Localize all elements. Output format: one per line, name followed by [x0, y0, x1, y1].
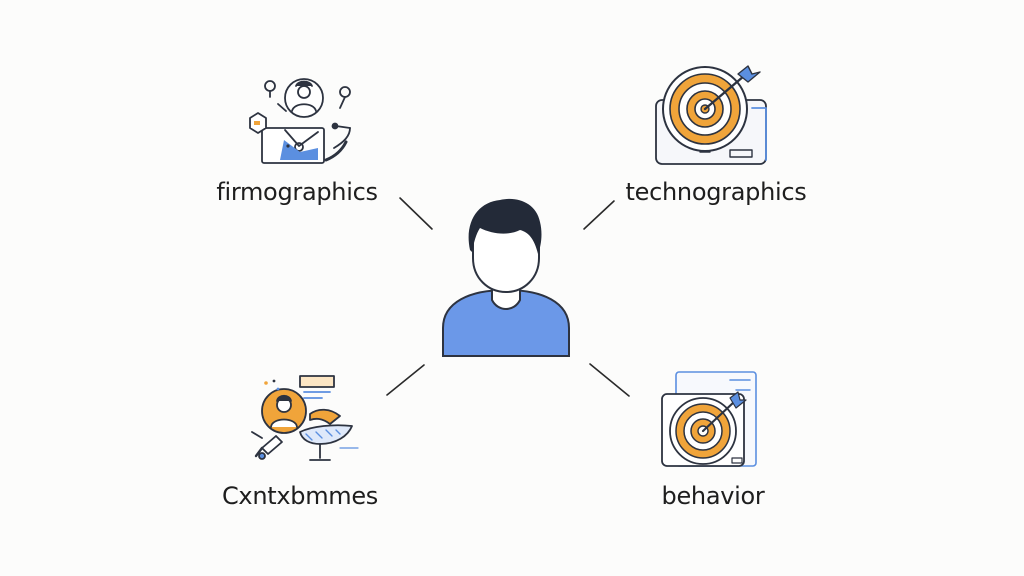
connector-top-right	[583, 200, 615, 230]
connector-lines	[386, 197, 630, 397]
customer-profile-icon	[251, 375, 359, 461]
node-label-technographics: technographics	[625, 178, 807, 206]
connector-top-left	[399, 197, 433, 230]
connector-bottom-right	[589, 363, 630, 397]
person-icon	[442, 198, 570, 357]
node-label-firmographics: firmographics	[216, 178, 378, 206]
target-icon	[655, 65, 767, 165]
firmographics-icon	[249, 78, 351, 164]
node-label-bottom-left: Cxntxbmmes	[221, 482, 379, 510]
target-dashboard-icon	[661, 371, 757, 467]
connector-bottom-left	[386, 364, 425, 396]
node-label-behavior: behavior	[661, 482, 765, 510]
